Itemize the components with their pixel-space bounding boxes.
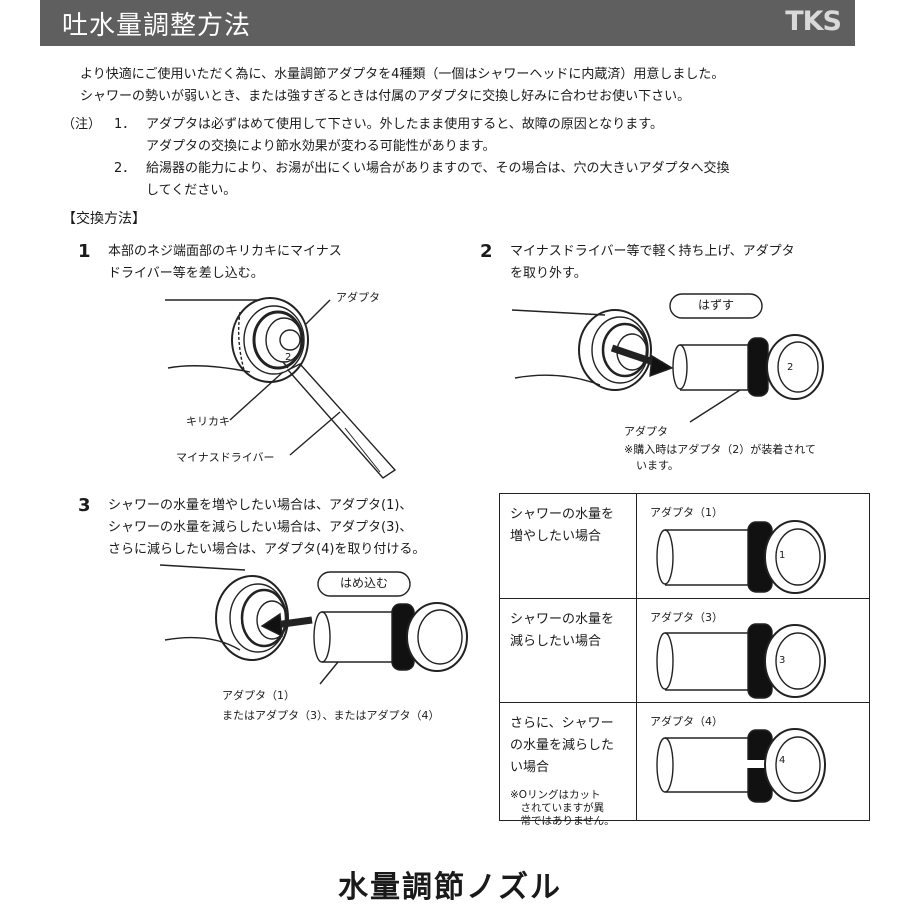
intro-line: より快適にご使用いただく為に、水量調節アダプタを4種類（一個はシャワーヘッドに内… [80,67,725,82]
figure3-shower-head [159,564,289,661]
oring-note: ※Oリングはカット されていますが異 常ではありません。 [510,789,615,827]
notch-label: キリカキ [186,415,230,428]
note-line: アダプタは必ずはめて使用して下さい。外したまま使用すると、故障の原因となります。 [146,117,664,132]
figure3-adapter [313,602,468,672]
figure2-adapter [672,334,824,400]
step-line: マイナスドライバー等で軽く持ち上げ、アダプタ [510,244,795,259]
adapter-label: アダプタ [336,291,380,304]
remove-label: はずす [697,298,734,312]
intro-text: より快適にご使用いただく為に、水量調節アダプタを4種類（一個はシャワーヘッドに内… [80,64,870,108]
note-line: アダプタの交換により節水効果が変わる可能性があります。 [146,139,496,154]
adapter-mark: 4 [779,755,786,766]
leader-line [229,371,284,421]
step-line: を取り外す。 [510,266,587,281]
table-adapter-1 [656,520,826,594]
leader-line [289,411,341,456]
step-number: 3 [78,495,91,516]
adapter-mark: 2 [285,352,292,363]
note-item: 2． 給湯器の能力により、お湯が出にくい場合がありますので、その場合は、穴の大き… [62,158,862,202]
leader-line [304,299,331,326]
adapter-mark: 2 [787,362,794,373]
adapter-mark: 3 [779,655,786,666]
brand-logo: TKS [785,6,842,37]
step-number: 1 [78,241,91,262]
table-row: シャワーの水量を 増やしたい場合 アダプタ（1） 1 [500,494,869,598]
step-line: さらに減らしたい場合は、アダプタ(4)を取り付ける。 [108,542,426,557]
figure2-shower-head [511,309,652,391]
row-adapter-label: アダプタ（3） [650,611,723,624]
note-prefix: （注） [62,117,102,132]
note-line: してください。 [146,183,237,198]
product-title: 水量調節ノズル [338,870,562,905]
note-line: います。 [636,459,679,472]
insert-callout [317,571,411,597]
note-line: ※購入時はアダプタ（2）が装着されて [624,443,816,456]
figure3-caption: アダプタ（1） またはアダプタ（3）、またはアダプタ（4） [222,688,440,724]
insert-label: はめ込む [339,576,388,590]
step-text: 本部のネジ端面部のキリカキにマイナス ドライバー等を差し込む。 [108,241,342,285]
step-line: シャワーの水量を減らしたい場合は、アダプタ(3)、 [108,520,413,535]
step-number: 2 [480,241,493,262]
row-description: シャワーの水量を 増やしたい場合 [500,494,637,598]
step-text: シャワーの水量を増やしたい場合は、アダプタ(1)、 シャワーの水量を減らしたい場… [108,495,425,561]
intro-line: シャワーの勢いが弱いとき、または強すぎるときは付属のアダプタに交換し好みに合わせ… [80,89,691,104]
step-line: 本部のネジ端面部のキリカキにマイナス [108,244,342,259]
step-text: マイナスドライバー等で軽く持ち上げ、アダプタ を取り外す。 [510,241,795,285]
note-line: 給湯器の能力により、お湯が出にくい場合がありますので、その場合は、穴の大きいアダ… [146,161,730,176]
row-description: さらに、シャワー の水量を減らした い場合 ※Oリングはカット されていますが異… [500,703,637,827]
purchase-note: ※購入時はアダプタ（2）が装着されて います。 [624,442,816,474]
driver-label: マイナスドライバー [176,451,275,464]
table-adapter-4 [656,728,826,803]
section-label: 【交換方法】 [62,211,146,227]
notes: （注） 1． アダプタは必ずはめて使用して下さい。外したまま使用すると、故障の原… [62,114,862,202]
arrow-icon [649,354,674,378]
adapter-mark: 1 [779,550,786,561]
step-line: ドライバー等を差し込む。 [108,266,264,281]
row-adapter-label: アダプタ（4） [650,715,723,728]
adapter-label: アダプタ [624,425,668,438]
adapter-table: シャワーの水量を 増やしたい場合 アダプタ（1） 1 シャワーの水量を 減らした… [499,493,870,827]
arrow-icon [260,612,283,638]
note-number: 2． [114,161,136,176]
step-line: シャワーの水量を増やしたい場合は、アダプタ(1)、 [108,498,413,513]
figure1-screwdriver [282,361,397,479]
remove-callout [669,293,763,319]
page-title: 吐水量調整方法 [62,11,252,41]
caption-line: アダプタ（1） [222,689,295,702]
table-adapter-3 [656,623,826,699]
header-bar: 吐水量調整方法 TKS [40,0,855,46]
note-item: （注） 1． アダプタは必ずはめて使用して下さい。外したまま使用すると、故障の原… [62,114,862,158]
row-adapter-label: アダプタ（1） [650,506,723,519]
caption-line: またはアダプタ（3）、またはアダプタ（4） [222,709,440,722]
note-number: 1． [114,117,136,132]
table-row: シャワーの水量を 減らしたい場合 アダプタ（3） 3 [500,598,869,702]
leader-line [319,661,339,685]
table-row: さらに、シャワー の水量を減らした い場合 ※Oリングはカット されていますが異… [500,702,869,827]
row-description: シャワーの水量を 減らしたい場合 [500,599,637,702]
leader-line [689,389,741,423]
figure1-shower-head [165,297,309,383]
